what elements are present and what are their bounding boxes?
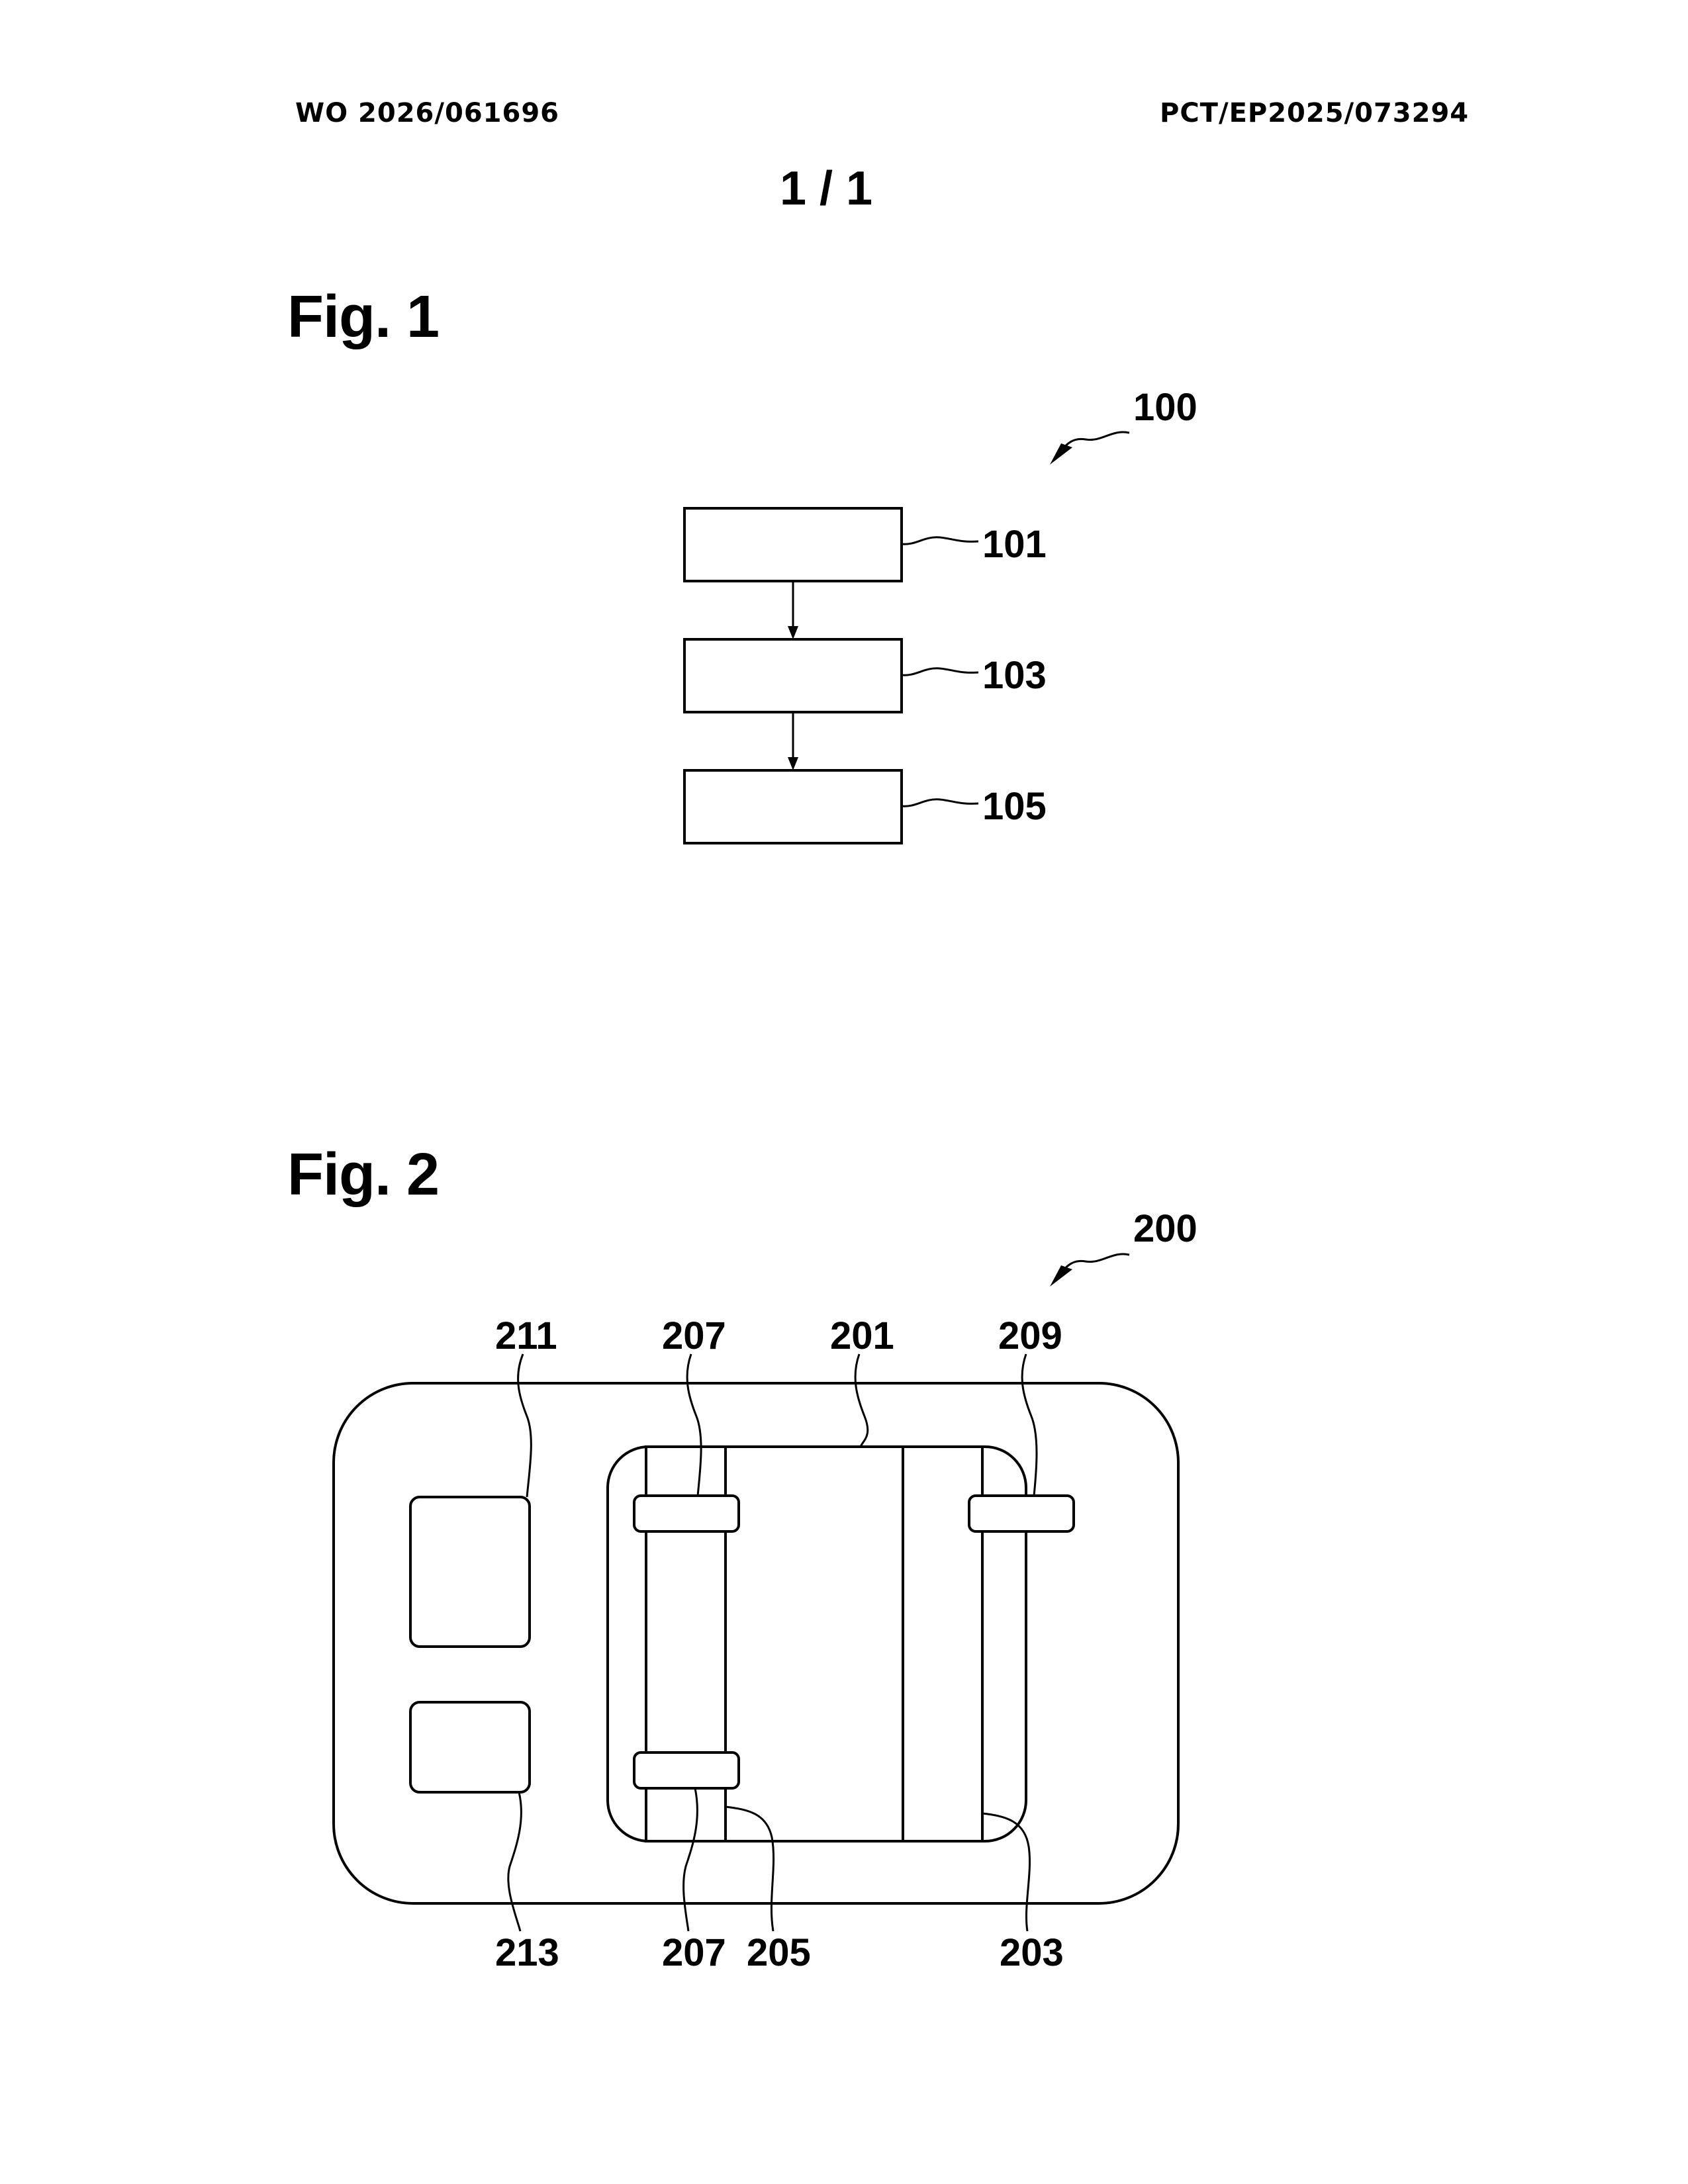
ref-101-label: 101	[982, 523, 1047, 566]
ref-200-label: 200	[1133, 1207, 1197, 1250]
figure-2: 200 211 207 201 209 213 207 205 203	[334, 1207, 1197, 1974]
ref-103-label: 103	[982, 654, 1047, 697]
ref-100-label: 100	[1133, 386, 1197, 429]
ref-207-top-label: 207	[662, 1314, 726, 1357]
figure-1: 100 101 103 105	[684, 386, 1197, 843]
ref-209-label: 209	[998, 1314, 1062, 1357]
step-box-101	[684, 508, 902, 581]
ref-200-arrowhead	[1050, 1265, 1072, 1287]
ref-211-label: 211	[495, 1314, 557, 1357]
component-207-top	[634, 1496, 739, 1531]
arrowhead-103-to-105	[788, 757, 798, 770]
ref-207-bottom-label: 207	[662, 1931, 726, 1974]
ref-203-label: 203	[1000, 1931, 1064, 1974]
component-207-bottom	[634, 1752, 739, 1788]
ref-100-arrowhead	[1050, 443, 1072, 465]
component-209	[969, 1496, 1074, 1531]
leader-103	[902, 668, 978, 675]
leader-101	[902, 537, 978, 544]
ref-205-label: 205	[747, 1931, 811, 1974]
step-box-105	[684, 770, 902, 843]
ref-201-label: 201	[830, 1314, 894, 1357]
component-211	[410, 1497, 530, 1647]
step-box-103	[684, 639, 902, 712]
arrowhead-101-to-103	[788, 626, 798, 639]
ref-213-label: 213	[495, 1931, 559, 1974]
leader-105	[902, 799, 978, 806]
component-213	[410, 1702, 530, 1792]
ref-105-label: 105	[982, 785, 1047, 828]
